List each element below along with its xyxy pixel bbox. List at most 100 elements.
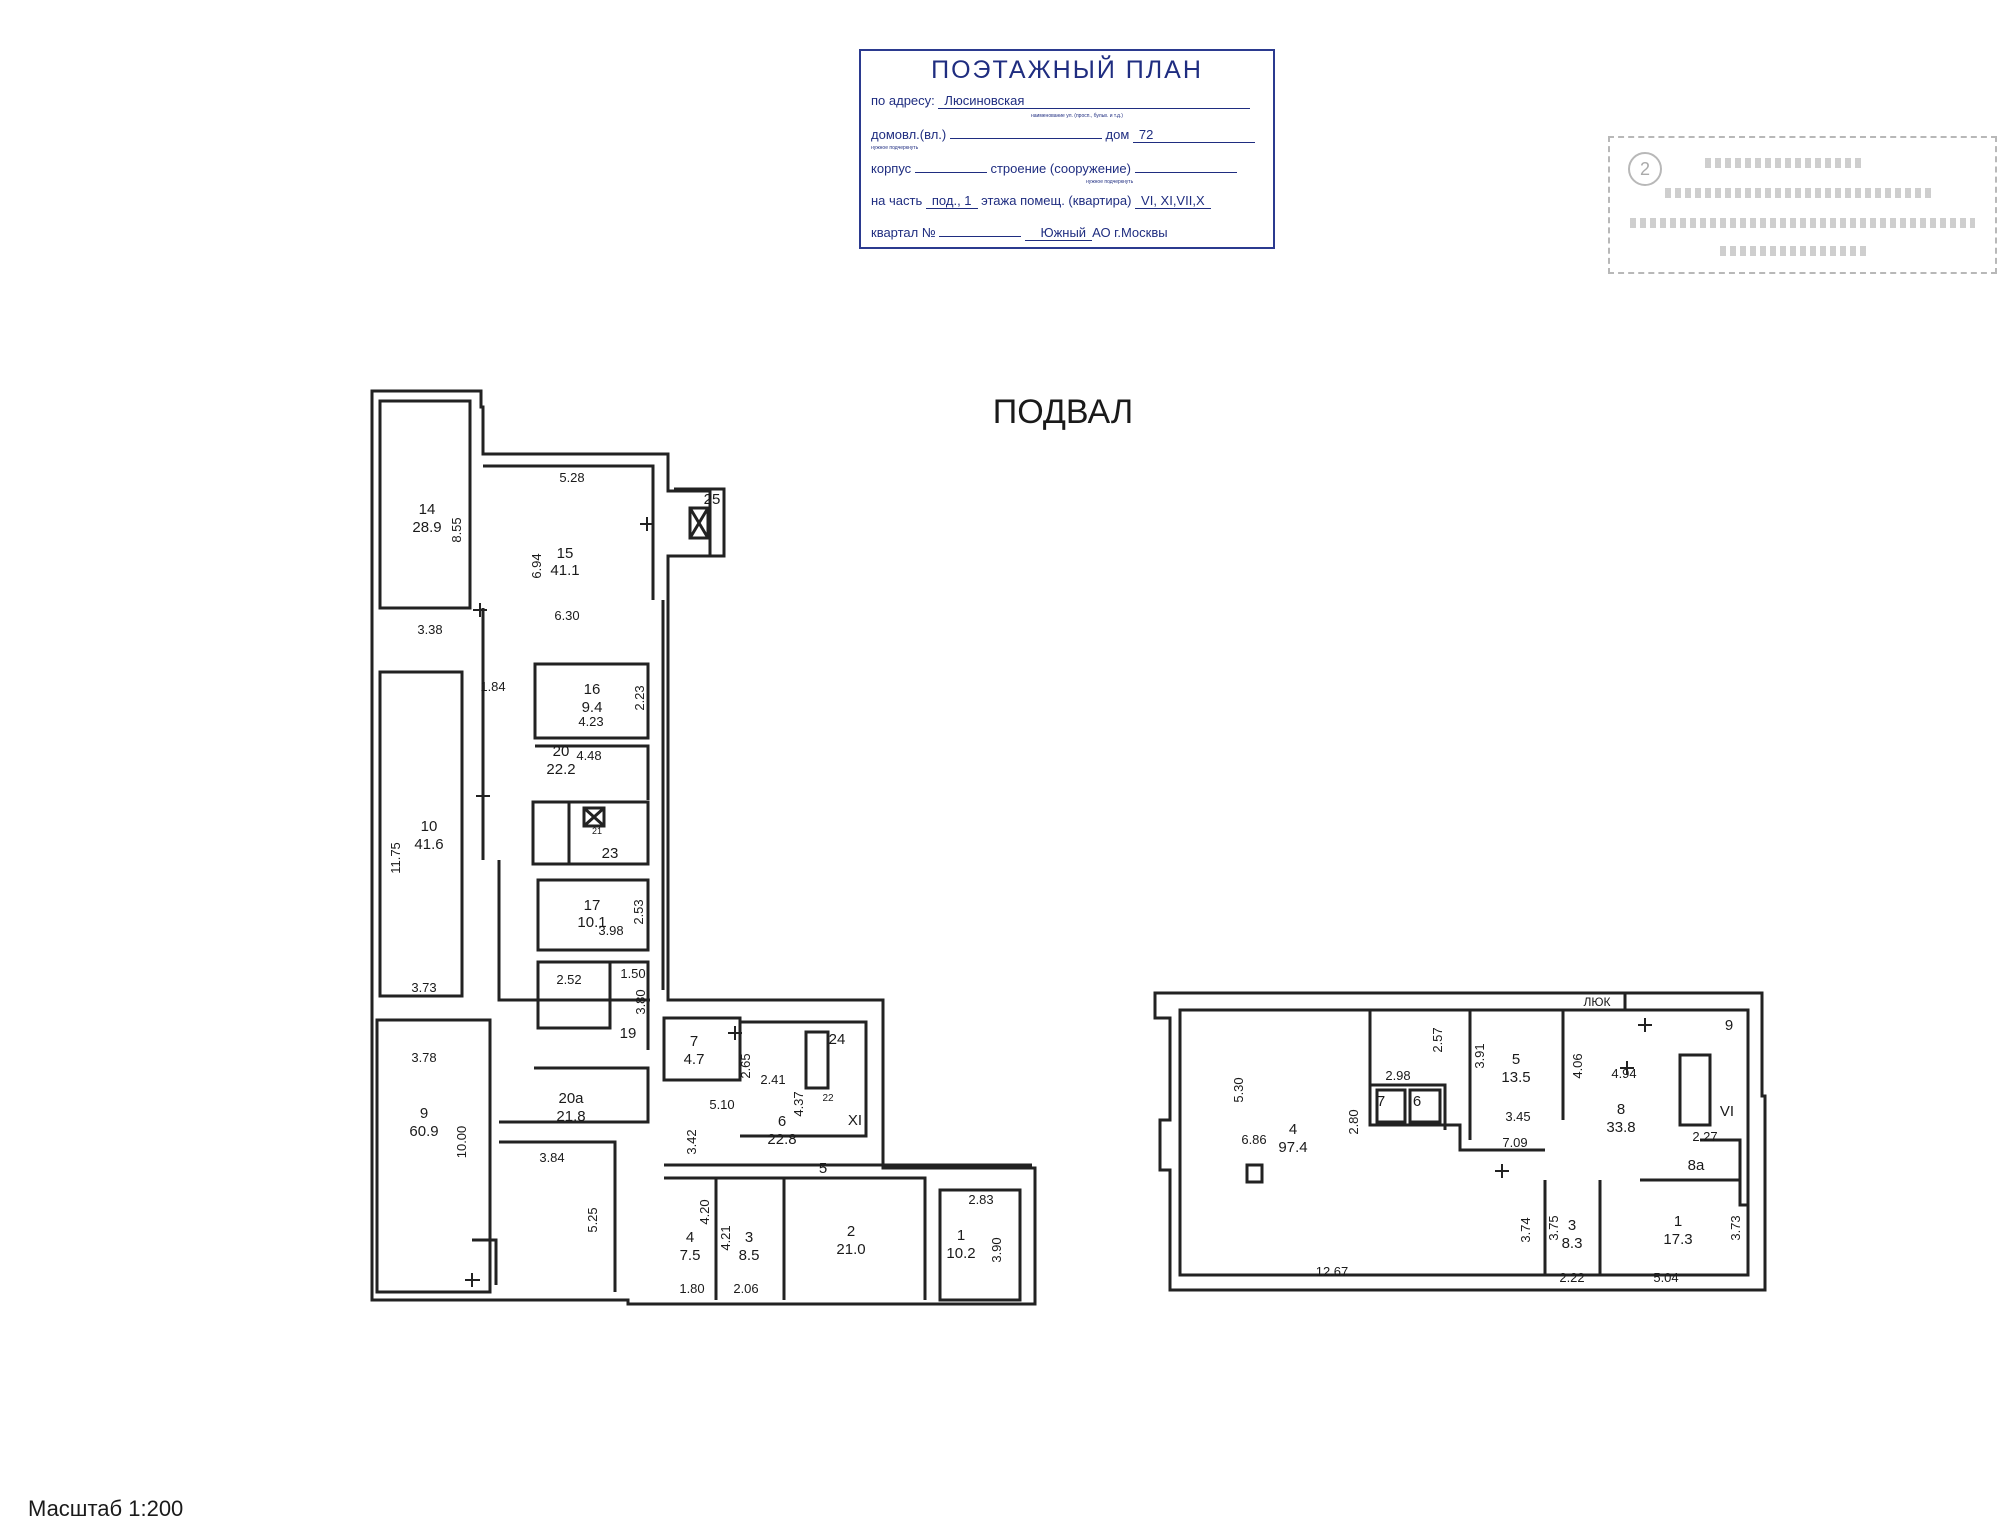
part-label: на часть bbox=[871, 193, 923, 208]
dim: 5.25 bbox=[585, 1207, 600, 1232]
r-room-4-area: 97.4 bbox=[1278, 1139, 1307, 1156]
lift-25-label: 25 bbox=[704, 491, 721, 508]
door-ticks bbox=[465, 517, 1652, 1287]
address-value: Люсиновская bbox=[938, 93, 1251, 109]
room-21-label: 21 bbox=[592, 826, 602, 836]
district-tail: АО г.Москвы bbox=[1092, 225, 1168, 240]
stamp-row-address: по адресу: Люсиновская bbox=[871, 93, 1251, 109]
room-7-area: 4.7 bbox=[684, 1051, 705, 1068]
r-room-4-number: 4 bbox=[1289, 1121, 1297, 1138]
r-room-8-area: 33.8 bbox=[1606, 1119, 1635, 1136]
faded-line bbox=[1630, 218, 1975, 228]
dim: 2.06 bbox=[733, 1281, 758, 1296]
dim: 2.23 bbox=[632, 685, 647, 710]
right-dimensions: 5.30 6.86 2.98 2.57 2.80 3.91 3.45 7.09 … bbox=[1231, 1027, 1743, 1285]
faded-line bbox=[1705, 158, 1865, 168]
room-20a-number: 20а bbox=[558, 1090, 584, 1107]
dim: 6.86 bbox=[1241, 1132, 1266, 1147]
dim: 5.04 bbox=[1653, 1270, 1678, 1285]
faded-stamp: 2 bbox=[1608, 136, 1997, 274]
estate-label: домовл.(вл.) bbox=[871, 127, 947, 142]
quarter-blank bbox=[939, 236, 1022, 237]
room-9-number: 9 bbox=[420, 1105, 428, 1122]
dim: 2.41 bbox=[760, 1072, 785, 1087]
floor-heading: ПОДВАЛ bbox=[993, 393, 1133, 431]
stamp-title: ПОЭТАЖНЫЙ ПЛАН bbox=[931, 56, 1203, 84]
structure-hint: нужное подчеркнуть bbox=[1086, 179, 1134, 185]
stair-XI-label: XI bbox=[848, 1112, 862, 1129]
district-value: Южный bbox=[1025, 225, 1093, 241]
dim: 5.10 bbox=[709, 1097, 734, 1112]
dim: 3.38 bbox=[417, 622, 442, 637]
house-value: 72 bbox=[1132, 127, 1255, 143]
r-room-7-label: 7 bbox=[1377, 1093, 1385, 1110]
room-20-number: 20 bbox=[553, 743, 570, 760]
premises-value: VI, XI,VII,X bbox=[1135, 193, 1211, 209]
room-20-area: 22.2 bbox=[546, 761, 575, 778]
r-stair-VI-label: VI bbox=[1720, 1103, 1734, 1120]
structure-blank bbox=[1134, 172, 1237, 173]
address-hint: наименование ул. (просп., бульв. и т.д.) bbox=[1031, 113, 1123, 119]
r-room-6-label: 6 bbox=[1413, 1093, 1421, 1110]
block-label: корпус bbox=[871, 161, 912, 176]
right-plan-walls bbox=[1153, 991, 1767, 1292]
dim: 4.37 bbox=[791, 1091, 806, 1116]
room-6-area: 22.8 bbox=[767, 1131, 796, 1148]
dim: 5.30 bbox=[1231, 1077, 1246, 1102]
part-floor-value: под., 1 bbox=[925, 193, 978, 209]
r-room-5-number: 5 bbox=[1512, 1051, 1520, 1068]
room-10-area: 41.6 bbox=[414, 836, 443, 853]
quarter-label: квартал № bbox=[871, 225, 936, 240]
room-16-area: 9.4 bbox=[582, 699, 603, 716]
dim: 4.21 bbox=[718, 1225, 733, 1250]
dim: 1.80 bbox=[679, 1281, 704, 1296]
dim: 2.27 bbox=[1692, 1129, 1717, 1144]
room-6-number: 6 bbox=[778, 1113, 786, 1130]
dim: 1.84 bbox=[480, 679, 505, 694]
r-room-8-number: 8 bbox=[1617, 1101, 1625, 1118]
dim: 3.78 bbox=[411, 1050, 436, 1065]
right-misc-labels: 7 6 9 VI 8а ЛЮК bbox=[1377, 995, 1734, 1174]
dim: 4.94 bbox=[1611, 1066, 1636, 1081]
dim: 3.73 bbox=[1728, 1215, 1743, 1240]
room-10-number: 10 bbox=[421, 818, 438, 835]
left-misc-labels: 25 21 23 19 24 22 XI 5 bbox=[592, 491, 862, 1177]
stamp-row-building: корпус строение (сооружение) bbox=[871, 161, 1237, 176]
room-1-area: 10.2 bbox=[946, 1245, 975, 1262]
address-label: по адресу: bbox=[871, 93, 935, 108]
hatch-label: ЛЮК bbox=[1584, 995, 1611, 1009]
room-14-number: 14 bbox=[419, 501, 436, 518]
dim: 10.00 bbox=[454, 1126, 469, 1159]
room-17-area: 10.1 bbox=[577, 914, 606, 931]
estate-hint: нужное подчеркнуть bbox=[871, 145, 919, 151]
dim: 2.65 bbox=[738, 1053, 753, 1078]
room-2-number: 2 bbox=[847, 1223, 855, 1240]
room-1-number: 1 bbox=[957, 1227, 965, 1244]
estate-blank bbox=[949, 138, 1102, 139]
dim: 3.80 bbox=[633, 989, 648, 1014]
dim: 5.28 bbox=[559, 470, 584, 485]
room-24-label: 24 bbox=[829, 1031, 846, 1048]
dim: 2.83 bbox=[968, 1192, 993, 1207]
faded-line bbox=[1720, 246, 1870, 256]
block-blank bbox=[914, 172, 987, 173]
dim: 2.22 bbox=[1559, 1270, 1584, 1285]
dim: 2.98 bbox=[1385, 1068, 1410, 1083]
stamp-row-part: на часть под., 1 этажа помещ. (квартира)… bbox=[871, 193, 1211, 209]
dim: 3.90 bbox=[989, 1237, 1004, 1262]
dim: 2.52 bbox=[556, 972, 581, 987]
dim: 2.57 bbox=[1430, 1027, 1445, 1052]
stamp-circle-number: 2 bbox=[1628, 152, 1662, 186]
room-15-area: 41.1 bbox=[550, 562, 579, 579]
r-room-8a-label: 8а bbox=[1688, 1157, 1705, 1174]
room-3-area: 8.5 bbox=[739, 1247, 760, 1264]
dim: 12.67 bbox=[1316, 1264, 1349, 1279]
room-2-area: 21.0 bbox=[836, 1241, 865, 1258]
structure-label: строение (сооружение) bbox=[990, 161, 1131, 176]
dim: 2.80 bbox=[1346, 1109, 1361, 1134]
room-23-label: 23 bbox=[602, 845, 619, 862]
room-22-label: 22 bbox=[822, 1093, 834, 1104]
dim: 1.50 bbox=[620, 966, 645, 981]
dim: 8.55 bbox=[449, 517, 464, 542]
